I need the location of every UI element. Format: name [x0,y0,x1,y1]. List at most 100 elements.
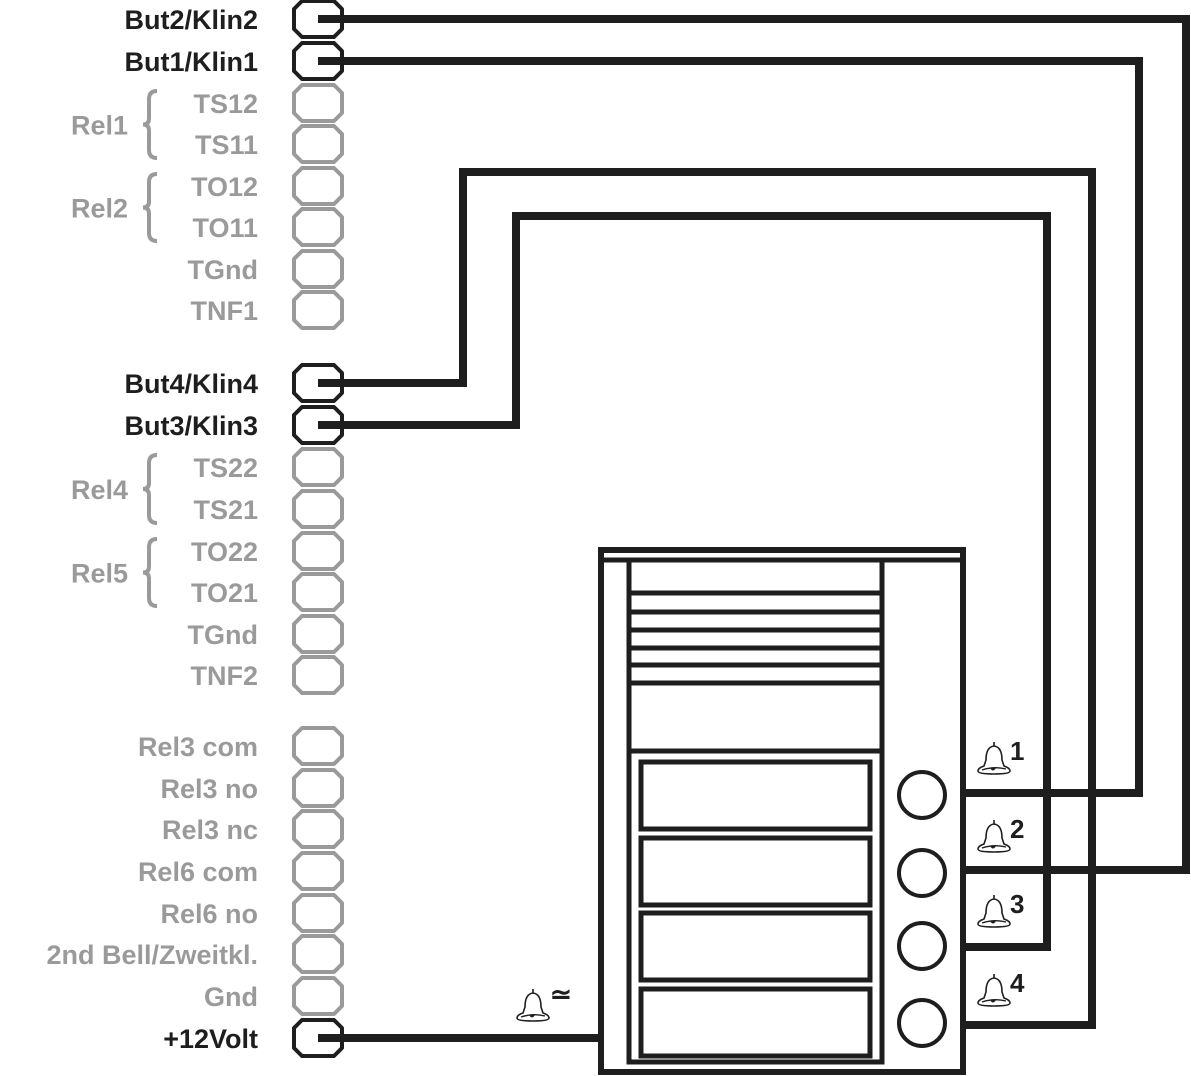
bell-icon [977,742,1011,775]
screw-terminal-icon[interactable] [292,809,344,849]
screw-terminal-icon[interactable] [292,572,344,612]
name-plate[interactable] [638,835,873,908]
relay-group-label: Rel5 [71,559,128,589]
bell-icon [977,895,1011,928]
terminal-label: Rel3 no [160,774,258,804]
terminal-row: Rel3 no [160,768,344,808]
bell-buttons [897,770,947,1048]
terminal-label: Rel3 nc [162,815,258,845]
panel-inner-column [626,557,885,1065]
terminal-label: TO11 [192,213,258,243]
relay-group: Rel2 [71,172,158,243]
terminal-label: TS12 [193,89,258,119]
terminal-row: But2/Klin2 [124,0,344,39]
bell-labels: 1 2 3 4 [977,736,1025,1007]
terminal-row: TNF2 [191,655,344,695]
screw-terminal-icon[interactable] [292,83,344,123]
terminal-label: But3/Klin3 [124,411,258,441]
bell-icon [977,820,1011,853]
screw-terminal-icon[interactable] [292,893,344,933]
bell-label-1: 1 [977,736,1024,775]
panel-housing [598,547,966,1075]
wire-bell-4 [318,168,1096,1029]
screw-terminal-icon[interactable] [292,447,344,487]
approx-equal-icon: ≃ [550,979,572,1009]
screw-terminal-icon[interactable] [292,0,344,39]
terminal-label: Rel6 com [138,857,258,887]
wire-bell-3 [318,212,1051,951]
bell-button-4[interactable] [897,998,947,1048]
screw-terminal-icon[interactable] [292,655,344,695]
screw-terminal-icon[interactable] [292,249,344,289]
terminal-label: TS21 [193,495,258,525]
screw-terminal-icon[interactable] [292,405,344,445]
screw-terminal-icon[interactable] [292,124,344,164]
terminal-label: TGnd [188,620,258,650]
screw-terminal-icon[interactable] [292,934,344,974]
name-plate[interactable] [638,910,873,983]
terminal-row: But4/Klin4 [124,363,344,403]
name-plate[interactable] [638,759,873,832]
terminal-row: Rel6 com [138,851,344,891]
terminal-label: TO12 [191,172,258,202]
relay-group: Rel1 [71,89,158,160]
screw-terminal-icon[interactable] [292,489,344,529]
bell-button-2[interactable] [897,848,947,898]
terminal-label: But4/Klin4 [124,369,258,399]
bell-label-4: 4 [977,968,1025,1007]
screw-terminal-icon[interactable] [292,41,344,81]
relay-group-label: Rel1 [71,111,128,141]
screw-terminal-icon[interactable] [292,166,344,206]
bell-button-1[interactable] [897,770,947,820]
screw-terminal-icon[interactable] [292,290,344,330]
bell-number: 4 [1010,968,1025,998]
screw-terminal-icon[interactable] [292,726,344,766]
terminal-label: But1/Klin1 [124,47,258,77]
screw-terminal-icon[interactable] [292,531,344,571]
terminal-label: TGnd [188,255,258,285]
terminal-label: TO22 [191,537,258,567]
bell-label-2: 2 [977,814,1024,853]
terminal-block: But2/Klin2But1/Klin1TS12TS11TO12TO11TGnd… [46,0,344,1058]
terminal-row: Rel3 com [138,726,344,766]
terminal-row: TS12 [193,83,344,123]
curly-brace-icon [142,453,158,525]
bell-number: 2 [1010,814,1024,844]
terminal-label: 2nd Bell/Zweitkl. [46,940,258,970]
terminal-label: Rel3 com [138,732,258,762]
curly-brace-icon [142,89,158,160]
terminal-row: TO12 [191,166,344,206]
terminal-row: +12Volt [163,1018,344,1058]
screw-terminal-icon[interactable] [292,1018,344,1058]
terminal-label: But2/Klin2 [124,5,258,35]
terminal-label: Rel6 no [160,899,258,929]
bell-label-3: 3 [977,889,1024,928]
terminal-row: TGnd [188,249,344,289]
screw-terminal-icon[interactable] [292,851,344,891]
relay-group: Rel5 [71,537,158,608]
terminal-row: TS22 [193,447,344,487]
screw-terminal-icon[interactable] [292,768,344,808]
bell-icon [516,989,550,1022]
screw-terminal-icon[interactable] [292,614,344,654]
bell-number: 1 [1010,736,1024,766]
speaker-grille [629,590,882,686]
terminal-label: TS22 [193,453,258,483]
terminal-row: Rel6 no [160,893,344,933]
screw-terminal-icon[interactable] [292,363,344,403]
relay-group: Rel4 [71,453,158,525]
terminal-row: TO11 [192,207,344,247]
relay-group-label: Rel2 [71,194,128,224]
bell-button-3[interactable] [897,921,947,971]
screw-terminal-icon[interactable] [292,207,344,247]
screw-terminal-icon[interactable] [292,976,344,1016]
bell-icon [977,974,1011,1007]
curly-brace-icon [142,172,158,243]
bell-number: 3 [1010,889,1024,919]
name-plate[interactable] [638,986,873,1059]
terminal-row: Rel3 nc [162,809,344,849]
terminal-label: TS11 [195,130,258,160]
terminal-row: But1/Klin1 [124,41,344,81]
terminal-row: Gnd [204,976,344,1016]
